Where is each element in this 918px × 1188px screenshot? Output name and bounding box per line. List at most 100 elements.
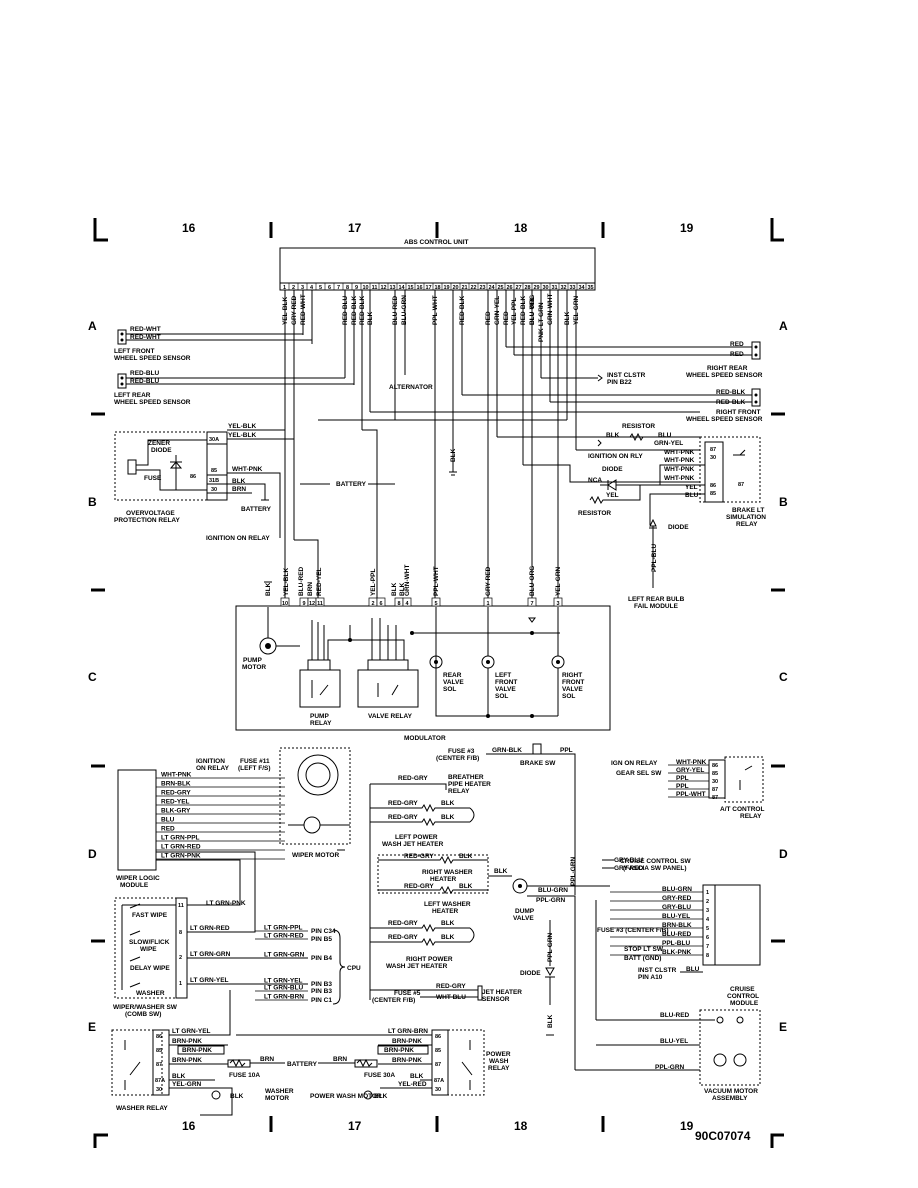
ov-wire-yel-blk-1: YEL-BLK <box>228 423 256 430</box>
bl-title-3: RELAY <box>736 521 758 528</box>
left-front-sensor[interactable]: RED-WHT RED-WHT LEFT FRONT WHEEL SPEED S… <box>114 326 312 362</box>
wiper-washer-switch[interactable]: 11 8 2 1 FAST WIPE SLOW/FLICK WIPE DELAY… <box>113 851 308 1018</box>
cpu-wire-2: LT GRN-GRN <box>264 952 305 959</box>
mod-pin-2: 2 <box>371 601 374 607</box>
at-pin-4: 87 <box>712 795 718 801</box>
abs-pin-10: 10 <box>362 285 368 291</box>
wiper-logic-1: WIPER LOGIC <box>116 875 160 882</box>
rf-wire-2: RED-BLK <box>716 399 746 406</box>
cc-pin-2: 3 <box>706 908 709 914</box>
ov-pin-30a: 30A <box>209 437 219 443</box>
ht-fuse3-1: FUSE #3 <box>448 748 475 755</box>
ht-breather-2: PIPE HEATER <box>448 781 491 788</box>
mod-pin-5: 5 <box>434 601 437 607</box>
pw-pin-86: 86 <box>435 1034 441 1040</box>
ht-rw-blk: BLK <box>459 853 473 860</box>
ht-rw-2: HEATER <box>430 876 457 883</box>
ht-breather-3: RELAY <box>448 788 470 795</box>
abs-pin-19: 19 <box>443 285 449 291</box>
lf-wire-2: RED-WHT <box>130 334 161 341</box>
bl-diode: DIODE <box>602 466 623 473</box>
cpu-pin-2: PIN B4 <box>311 955 332 962</box>
bl-pin-87: 87 <box>710 447 716 453</box>
abs-pin-24: 24 <box>488 285 495 291</box>
rf-label-2: WHEEL SPEED SENSOR <box>686 416 763 423</box>
wiper-motor-label: WIPER MOTOR <box>292 852 339 859</box>
lf-label-1: LEFT FRONT <box>114 348 154 355</box>
pw-wire-2: BRN-PNK <box>392 1038 422 1045</box>
sw-pin-1: 1 <box>179 981 182 987</box>
wiper-ign-1: IGNITION <box>196 758 225 765</box>
lf-sol-4: SOL <box>495 693 508 700</box>
mod-wire-12: YEL-GRN <box>555 566 562 596</box>
ov-wire-blk: BLK <box>232 478 246 485</box>
ht-brake-sw: BRAKE SW <box>520 760 556 767</box>
zener-2: DIODE <box>151 447 172 454</box>
bl-wht-pnk-1: WHT-PNK <box>664 449 695 456</box>
sw-pin-8: 8 <box>179 930 182 936</box>
ov-pin-86: 86 <box>190 474 196 480</box>
sw-delay: DELAY WIPE <box>130 965 170 972</box>
cpu-label: CPU <box>347 965 361 972</box>
abs-pin-25: 25 <box>497 285 503 291</box>
sw-title-2: (COMB SW) <box>125 1011 161 1018</box>
abs-pin-11: 11 <box>372 285 378 291</box>
right-front-sensor[interactable]: RED-BLK RED-BLK RIGHT FRONT WHEEL SPEED … <box>686 388 763 423</box>
wr-pin-85: 85 <box>156 1048 162 1054</box>
ht-lp-1: LEFT POWER <box>395 834 438 841</box>
cc-pin-3: 4 <box>706 917 710 923</box>
cc-vac-2: ASSEMBLY <box>712 1095 748 1102</box>
figure-id: 90C07074 <box>695 1129 751 1143</box>
rf-label-1: RIGHT FRONT <box>716 409 760 416</box>
ht-lp-blk-2: BLK <box>441 814 455 821</box>
heater-section[interactable]: FUSE #3 (CENTER F/B) GRN-BLK PPL BRAKE S… <box>369 743 610 1070</box>
mod-wire-0: BLK <box>265 582 272 596</box>
cc-title-3: MODULE <box>730 1000 759 1007</box>
abs-pin-15: 15 <box>407 285 413 291</box>
wiper-section[interactable]: IGNITION ON RELAY FUSE #11 (LEFT F/S) WH… <box>116 747 351 889</box>
overvoltage-relay[interactable]: 30A 85 86 31B 30 ZENER DIODE FUSE <box>114 431 228 501</box>
mod-pin-11: 11 <box>317 601 323 607</box>
wiper-fuse-1: FUSE #11 <box>240 758 270 765</box>
cc-sw-2: (FASCIA SW PANEL) <box>623 865 687 872</box>
washer-relay[interactable]: 86 85 87 87A 30 LT GRN-YEL BRN-PNK BRN-P… <box>111 990 318 1116</box>
right-rear-sensor[interactable]: RED RED RIGHT REAR WHEEL SPEED SENSOR <box>686 341 763 379</box>
abs-pin-28: 28 <box>524 285 530 291</box>
power-wash-relay[interactable]: 86 85 87 87A 30 LT GRN-BRN BRN-PNK BRN-P… <box>236 1028 511 1100</box>
lf-sol-3: VALVE <box>495 686 516 693</box>
wiper-wire-8: LT GRN-RED <box>161 844 201 851</box>
abs-pin-3: 3 <box>301 285 304 291</box>
lr-wire-1: RED-BLU <box>130 370 160 377</box>
col-19-top: 19 <box>680 221 694 235</box>
sw-slow-2: WIPE <box>140 946 157 953</box>
left-rear-sensor[interactable]: RED-BLU RED-BLU LEFT REAR WHEEL SPEED SE… <box>114 370 354 406</box>
mod-wire-7: BLK <box>399 582 406 596</box>
rr-label-1: RIGHT REAR <box>707 365 748 372</box>
brake-lt-relay[interactable]: RESISTOR BLK BLU 87 30 86 85 87 GRN-YEL … <box>578 423 766 610</box>
wr-pin-87: 87 <box>156 1062 162 1068</box>
col-18-top: 18 <box>514 221 528 235</box>
ground-icon: BLK <box>449 448 457 476</box>
sw-slow-1: SLOW/FLICK <box>129 939 170 946</box>
mod-wire-2: BLU-RED <box>298 566 305 596</box>
wr-battery: BATTERY <box>287 1061 318 1068</box>
ht-red-gry-1: RED-GRY <box>398 775 428 782</box>
wr-wire-2: BRN-PNK <box>172 1038 202 1045</box>
cc-wire-6: PPL-BLU <box>662 940 690 947</box>
cruise-control-module[interactable]: CRUISE CONTROL SW (FASCIA SW PANEL) GRY-… <box>575 857 761 1102</box>
fuse-label: FUSE <box>144 475 162 482</box>
bl-resistor-top: RESISTOR <box>622 423 655 430</box>
at-gear: GEAR SEL SW <box>616 770 662 777</box>
cc-wire-1: GRY-RED <box>662 895 692 902</box>
ht-diode: DIODE <box>520 970 541 977</box>
cc-sw-1: CRUISE CONTROL SW <box>620 858 692 865</box>
mod-wire-4: RED-YEL <box>316 567 323 596</box>
ht-jet-2: SENSOR <box>482 996 510 1003</box>
ht-dump-1: DUMP <box>515 908 535 915</box>
at-title-1: A/T CONTROL <box>720 806 764 813</box>
abs-pin-26: 26 <box>506 285 512 291</box>
